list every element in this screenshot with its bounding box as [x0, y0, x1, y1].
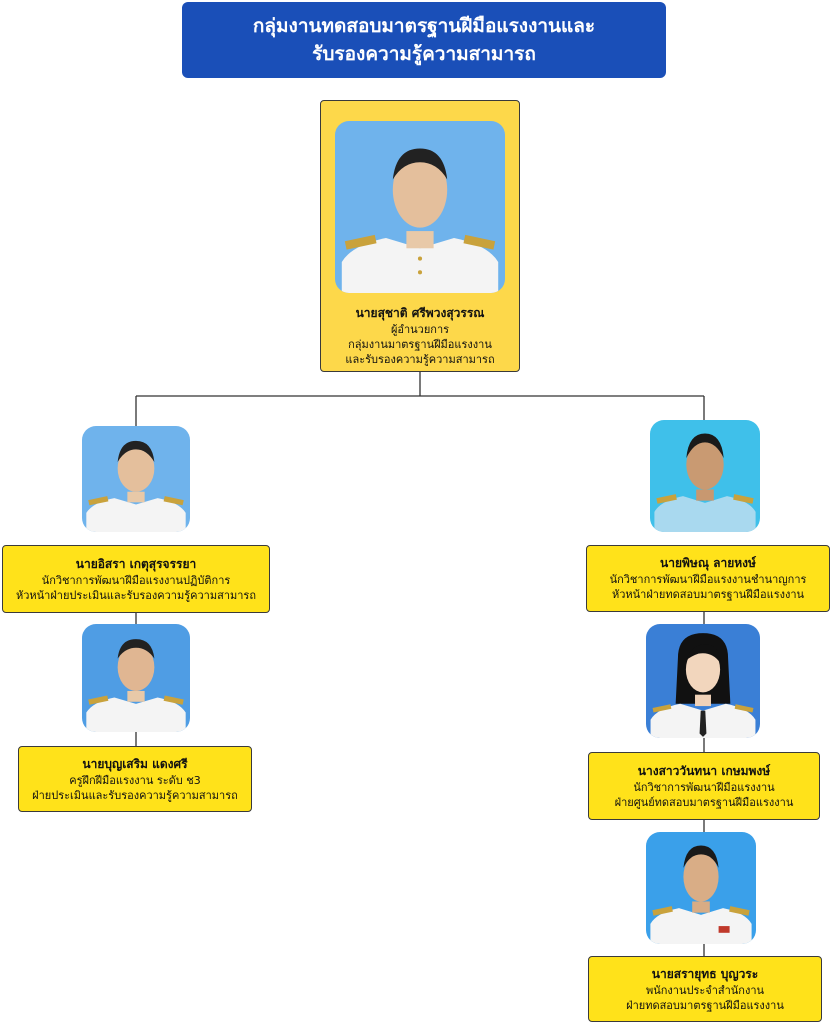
staff-department: หัวหน้าฝ่ายทดสอบมาตรฐานฝีมือแรงงาน: [611, 588, 805, 601]
staff-photo-4: [646, 624, 760, 738]
director-photo: [335, 121, 505, 293]
staff-department: ฝ่ายศูนย์ทดสอบมาตรฐานฝีมือแรงงาน: [614, 795, 794, 809]
person-portrait-icon: [82, 426, 190, 532]
staff-name: นายบุญเสริม แดงศรี: [82, 756, 188, 771]
staff-photo-2: [82, 624, 190, 732]
staff-photo-5: [646, 832, 756, 944]
staff-card-1: นายอิสรา เกตุสุรจรรยา นักวิชาการพัฒนาฝีม…: [2, 545, 270, 613]
director-dept-1: กลุ่มงานมาตรฐานฝีมือแรงงาน: [348, 338, 492, 351]
person-portrait-icon: [646, 624, 760, 738]
director-name: นายสุชาติ ศรีพวงสุวรรณ: [355, 306, 485, 320]
staff-name: นางสาววันทนา เกษมพงษ์: [637, 763, 771, 778]
staff-department: ฝ่ายประเมินและรับรองความรู้ความสามารถ: [32, 788, 238, 802]
director-card: นายสุชาติ ศรีพวงสุวรรณ ผู้อำนวยการ กลุ่ม…: [320, 100, 520, 372]
person-portrait-icon: [650, 420, 760, 532]
person-portrait-icon: [335, 121, 505, 293]
staff-position: พนักงานประจำสำนักงาน: [645, 983, 765, 997]
title-line-1: กลุ่มงานทดสอบมาตรฐานฝีมือแรงงานและ: [252, 15, 596, 37]
director-dept-2: และรับรองความรู้ความสามารถ: [345, 353, 495, 366]
staff-department: ฝ่ายทดสอบมาตรฐานฝีมือแรงงาน: [626, 998, 784, 1012]
staff-position: นักวิชาการพัฒนาฝีมือแรงงาน: [633, 780, 775, 794]
person-portrait-icon: [646, 832, 756, 944]
director-text: นายสุชาติ ศรีพวงสุวรรณ ผู้อำนวยการ กลุ่ม…: [321, 305, 519, 367]
staff-card-3: นายพิษณุ ลายหงษ์ นักวิชาการพัฒนาฝีมือแรง…: [586, 545, 830, 612]
director-position: ผู้อำนวยการ: [390, 323, 450, 336]
staff-name: นายพิษณุ ลายหงษ์: [660, 556, 756, 570]
staff-card-2: นายบุญเสริม แดงศรี ครูฝึกฝีมือแรงงาน ระด…: [18, 746, 252, 812]
staff-card-5: นายสรายุทธ บุญวระ พนักงานประจำสำนักงาน ฝ…: [588, 956, 822, 1022]
staff-name: นายสรายุทธ บุญวระ: [651, 966, 759, 981]
staff-card-4: นางสาววันทนา เกษมพงษ์ นักวิชาการพัฒนาฝีม…: [588, 752, 820, 820]
staff-photo-3: [650, 420, 760, 532]
staff-position: นักวิชาการพัฒนาฝีมือแรงงานชำนาญการ: [609, 573, 807, 586]
page-title: กลุ่มงานทดสอบมาตรฐานฝีมือแรงงานและ รับรอ…: [182, 2, 666, 78]
staff-photo-1: [82, 426, 190, 532]
staff-position: ครูฝึกฝีมือแรงงาน ระดับ ช3: [69, 773, 201, 787]
staff-position: นักวิชาการพัฒนาฝีมือแรงงานปฏิบัติการ: [41, 573, 231, 587]
person-portrait-icon: [82, 624, 190, 732]
staff-name: นายอิสรา เกตุสุรจรรยา: [75, 556, 197, 571]
title-line-2: รับรองความรู้ความสามารถ: [312, 43, 536, 65]
staff-department: หัวหน้าฝ่ายประเมินและรับรองความรู้ความสา…: [15, 588, 256, 602]
